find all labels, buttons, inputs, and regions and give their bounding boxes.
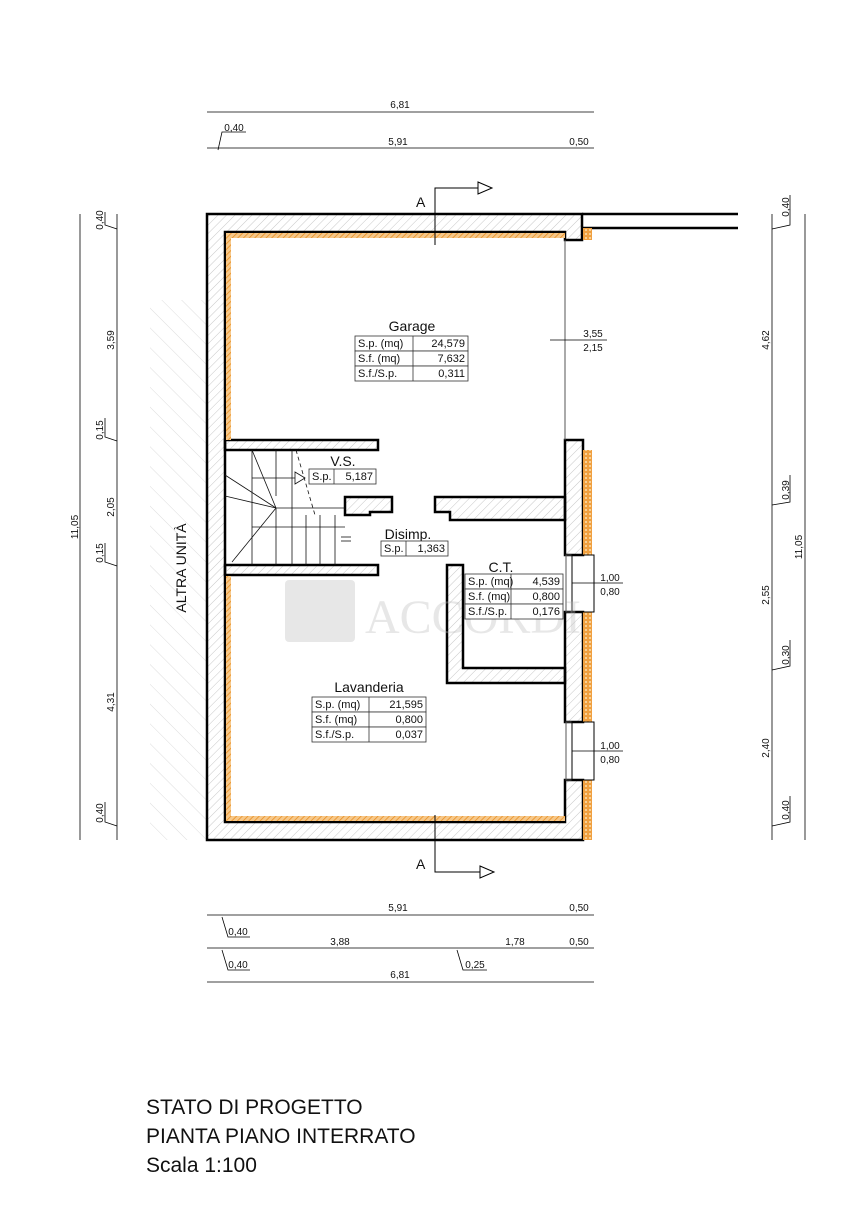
svg-text:1,78: 1,78: [505, 937, 525, 948]
row-value: 0,800: [395, 714, 423, 726]
dimension-texts: 6,81 0,40 5,91 0,50 5,91 0,50 0,40 3,88 …: [70, 100, 805, 981]
svg-text:3,55: 3,55: [583, 329, 603, 340]
table-row: [308, 468, 377, 485]
neighbor-unit: ALTRA UNITÀ: [150, 300, 207, 840]
svg-text:3,59: 3,59: [106, 330, 117, 350]
svg-text:4,62: 4,62: [761, 330, 772, 350]
svg-text:5,91: 5,91: [388, 903, 408, 914]
row-value: 4,539: [532, 576, 560, 588]
svg-text:0,40: 0,40: [781, 197, 792, 217]
staircase: [224, 449, 351, 565]
row-label: S.p. (mq): [468, 576, 513, 588]
svg-text:0,15: 0,15: [95, 543, 106, 563]
svg-text:2,05: 2,05: [106, 497, 117, 517]
row-label: S.p. (mq): [358, 338, 403, 350]
svg-text:1,00: 1,00: [600, 573, 620, 584]
room-name: Lavanderia: [334, 679, 403, 695]
title-line-1: STATO DI PROGETTO: [146, 1096, 363, 1119]
title-line-2: PIANTA PIANO INTERRATO: [146, 1125, 416, 1148]
row-label: S.p.: [312, 471, 332, 483]
title-scale: Scala 1:100: [146, 1154, 257, 1177]
row-label: S.f. (mq): [315, 714, 357, 726]
row-value: 0,311: [438, 368, 465, 380]
svg-text:0,39: 0,39: [781, 480, 792, 500]
row-label: S.f./S.p.: [358, 368, 397, 380]
svg-text:0,40: 0,40: [224, 123, 244, 134]
row-value: 7,632: [437, 353, 465, 365]
table-row: [464, 603, 564, 620]
svg-text:2,55: 2,55: [761, 585, 772, 605]
table-row: [354, 365, 469, 382]
svg-text:0,40: 0,40: [228, 927, 248, 938]
window-dimension: 1,00 0,80 1,00 0,80: [572, 573, 623, 766]
svg-text:3,88: 3,88: [330, 937, 350, 948]
row-value: 21,595: [389, 699, 423, 711]
insulation: [226, 228, 592, 840]
svg-text:5,91: 5,91: [388, 137, 408, 148]
row-value: 0,037: [395, 729, 423, 741]
svg-text:0,40: 0,40: [95, 803, 106, 823]
svg-text:4,31: 4,31: [106, 692, 117, 712]
dimension-lines: [79, 111, 806, 983]
room-name: C.T.: [489, 559, 514, 575]
row-label: S.f. (mq): [468, 591, 510, 603]
svg-text:0,80: 0,80: [600, 587, 620, 598]
row-value: 5,187: [345, 471, 373, 483]
neighbor-label: ALTRA UNITÀ: [173, 523, 189, 613]
svg-text:0,15: 0,15: [95, 420, 106, 440]
row-value: 1,363: [417, 543, 445, 555]
walls: [205, 212, 738, 842]
svg-text:11,05: 11,05: [70, 514, 81, 539]
row-label: S.p. (mq): [315, 699, 360, 711]
row-label: S.f./S.p.: [468, 606, 507, 618]
garage-door-dimension: 3,55 2,15: [550, 329, 607, 354]
row-value: 0,800: [532, 591, 560, 603]
svg-text:0,50: 0,50: [569, 937, 589, 948]
room-disimp: Disimp.S.p. 1,363: [380, 526, 449, 557]
svg-text:1,00: 1,00: [600, 741, 620, 752]
svg-text:0,50: 0,50: [569, 137, 589, 148]
svg-text:0,40: 0,40: [781, 800, 792, 820]
room-name: Disimp.: [385, 526, 432, 542]
svg-text:0,30: 0,30: [781, 645, 792, 665]
section-marker-bottom: A: [416, 815, 496, 879]
row-label: S.p.: [384, 543, 404, 555]
room-vs: V.S. S.p. 5,187: [308, 453, 377, 485]
svg-text:0,80: 0,80: [600, 755, 620, 766]
svg-text:0,40: 0,40: [95, 210, 106, 230]
row-value: 0,176: [532, 606, 560, 618]
row-label: S.f. (mq): [358, 353, 400, 365]
svg-text:0,50: 0,50: [569, 903, 589, 914]
svg-text:2,40: 2,40: [761, 738, 772, 758]
svg-text:0,25: 0,25: [465, 960, 485, 971]
svg-text:0,40: 0,40: [228, 960, 248, 971]
svg-text:11,05: 11,05: [794, 534, 805, 559]
svg-text:2,15: 2,15: [583, 343, 603, 354]
svg-text:6,81: 6,81: [390, 100, 410, 111]
section-marker-top: A: [416, 181, 494, 245]
section-label: A: [416, 856, 426, 872]
room-name: Garage: [389, 318, 436, 334]
row-value: 24,579: [431, 338, 465, 350]
svg-text:6,81: 6,81: [390, 970, 410, 981]
section-label: A: [416, 194, 426, 210]
table-row: [380, 540, 449, 557]
row-label: S.f./S.p.: [315, 729, 354, 741]
room-name: V.S.: [330, 453, 355, 469]
